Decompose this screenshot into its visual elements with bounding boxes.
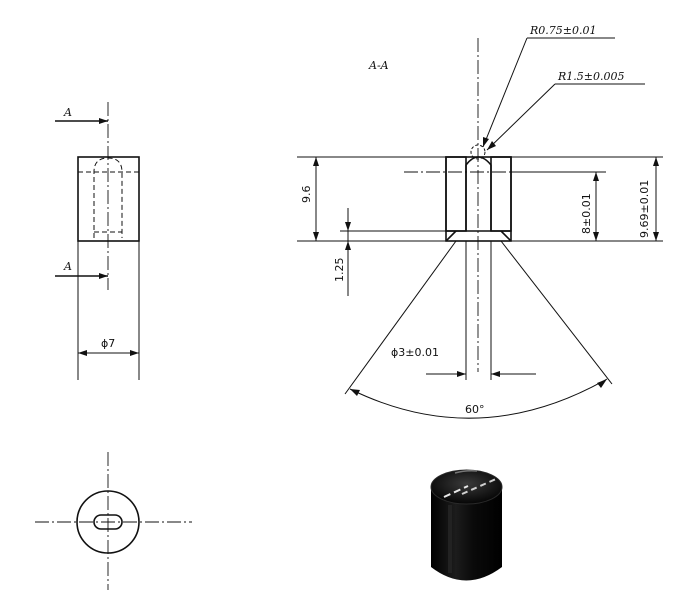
dimension-radius-small: R0.75±0.01 (529, 24, 596, 37)
section-marker-bottom: A (63, 260, 72, 273)
render-3d (430, 469, 503, 581)
section-wall-right (490, 156, 512, 232)
dimension-height-total: 9.6 (300, 186, 313, 204)
section-title: A-A (368, 59, 389, 72)
cone-angle-arc (349, 378, 608, 419)
dimension-diameter-outer: ϕ7 (101, 337, 115, 350)
front-view-body (77, 156, 140, 242)
dimension-radius-large: R1.5±0.005 (557, 70, 624, 83)
section-marker-top: A (63, 106, 72, 119)
render-slot-highlight (443, 485, 469, 498)
top-view (35, 452, 192, 590)
dimension-bore-depth: 8±0.01 (580, 193, 593, 234)
dimension-cone-angle: 60° (465, 403, 485, 416)
section-wall-left (445, 156, 467, 232)
section-view: A-A 9.6 1.25 (297, 24, 663, 419)
dimension-overall-depth: 9.69±0.01 (638, 180, 651, 238)
front-view: A A ϕ7 (55, 102, 140, 380)
dimension-bore-diameter: ϕ3±0.01 (391, 346, 439, 359)
section-bore (465, 156, 492, 231)
dimension-chamfer-depth: 1.25 (333, 258, 346, 283)
section-body-outline (445, 156, 512, 242)
